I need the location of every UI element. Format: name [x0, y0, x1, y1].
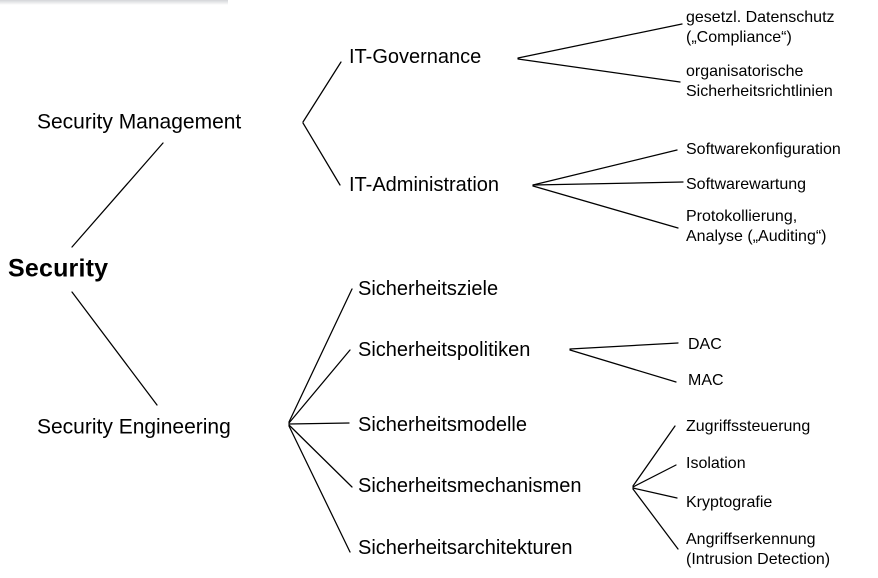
connector-line — [532, 149, 678, 186]
node-sicherheitsmodelle: Sicherheitsmodelle — [358, 414, 527, 437]
connector-line — [288, 288, 353, 423]
node-sicherheitsmechanismen: Sicherheitsmechanismen — [358, 475, 582, 498]
node-gesetzl-datenschutz-compliance: gesetzl. Datenschutz („Compliance“) — [686, 9, 835, 46]
node-angriffserkennung-intrusion-detection: Angriffserkennung (Intrusion Detection) — [686, 531, 831, 568]
connector-line — [288, 425, 351, 553]
node-zugriffssteuerung: Zugriffssteuerung — [686, 418, 811, 435]
node-softwarewartung: Softwarewartung — [686, 176, 807, 193]
connector-line — [532, 185, 679, 229]
node-protokollierung-analyse-auditing: Protokollierung, Analyse („Auditing“) — [686, 208, 827, 245]
connector-line — [302, 61, 342, 123]
connector-line — [532, 181, 684, 186]
node-security: Security — [8, 254, 109, 283]
node-softwarekonfiguration: Softwarekonfiguration — [686, 141, 841, 158]
window-edge-artifact — [0, 0, 228, 5]
connector-line — [288, 422, 350, 425]
node-security-engineering: Security Engineering — [37, 415, 231, 439]
connector-line — [632, 464, 677, 488]
node-dac: DAC — [688, 336, 722, 353]
node-organisatorische-sicherheitsrichtlinien: organisatorische Sicherheitsrichtlinien — [686, 63, 833, 100]
connector-line — [632, 425, 676, 487]
connector-line — [632, 487, 678, 499]
connector-line — [288, 424, 353, 488]
node-isolation: Isolation — [686, 455, 746, 472]
connector-line — [302, 122, 341, 186]
connector-line — [632, 488, 679, 550]
connector-line — [569, 342, 679, 350]
node-sicherheitspolitiken: Sicherheitspolitiken — [358, 339, 531, 362]
node-mac: MAC — [688, 372, 724, 389]
connector-line — [517, 23, 683, 59]
node-sicherheitsziele: Sicherheitsziele — [358, 278, 499, 301]
connector-line — [569, 349, 677, 383]
connector-line — [517, 58, 681, 83]
connector-line — [71, 291, 158, 406]
node-it-governance: IT-Governance — [349, 46, 482, 69]
node-it-administration: IT-Administration — [349, 174, 500, 197]
node-kryptografie: Kryptografie — [686, 494, 773, 511]
connector-line — [288, 349, 351, 424]
connector-line — [71, 142, 164, 248]
node-security-management: Security Management — [37, 110, 242, 134]
node-sicherheitsarchitekturen: Sicherheitsarchitekturen — [358, 537, 573, 560]
